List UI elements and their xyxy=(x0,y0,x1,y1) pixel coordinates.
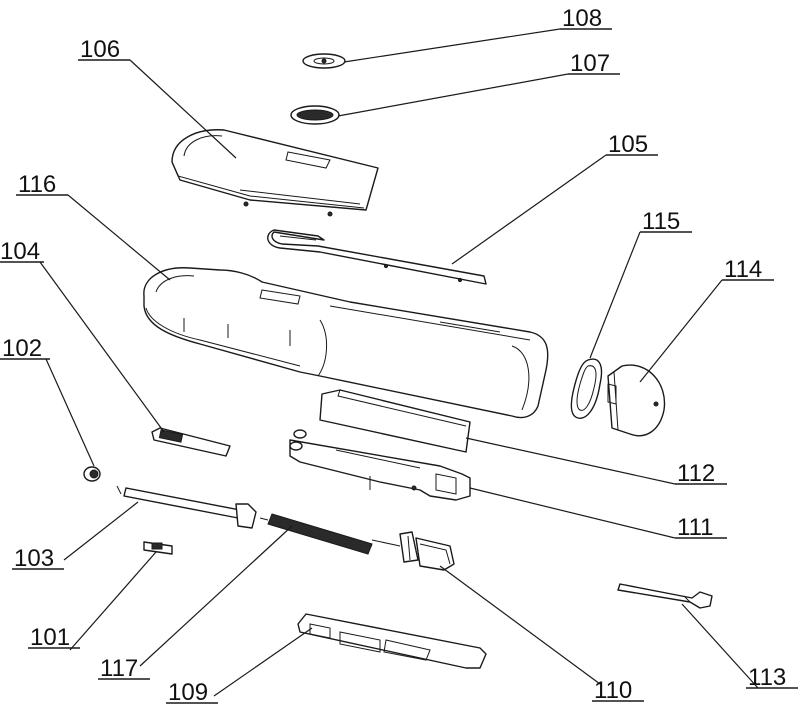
leader-103 xyxy=(64,502,138,560)
leader-107 xyxy=(338,74,568,116)
part-102-plug xyxy=(84,467,100,481)
callout-112: 112 xyxy=(677,460,715,487)
part-101-connector xyxy=(144,542,172,554)
part-117-spring xyxy=(260,514,372,554)
callout-107: 107 xyxy=(570,50,610,77)
callout-113: 113 xyxy=(748,664,786,691)
part-106-upper-cover xyxy=(172,130,378,216)
callout-117: 117 xyxy=(100,655,138,682)
callout-109: 109 xyxy=(168,679,208,706)
leader-111 xyxy=(470,488,675,538)
callout-114: 114 xyxy=(724,256,762,283)
callout-115: 115 xyxy=(642,208,680,235)
leader-108 xyxy=(344,29,560,62)
callout-104: 104 xyxy=(0,238,40,265)
part-105-slider-bar xyxy=(268,230,486,284)
callout-106: 106 xyxy=(80,36,120,63)
callout-102: 102 xyxy=(2,335,42,362)
part-103-shaft xyxy=(117,486,256,528)
leader-113 xyxy=(682,604,758,688)
callout-108: 108 xyxy=(562,5,602,32)
callout-105: 105 xyxy=(608,131,648,158)
callout-111: 111 xyxy=(677,514,713,541)
part-107-ribbed-pad xyxy=(291,106,339,124)
part-114-end-cap xyxy=(608,365,665,436)
part-108-button-cap xyxy=(303,54,345,68)
part-113-lever xyxy=(618,584,712,608)
leader-105 xyxy=(452,155,606,264)
leader-115 xyxy=(590,232,640,358)
callout-110: 110 xyxy=(594,677,632,704)
callout-116: 116 xyxy=(18,171,56,198)
leader-109 xyxy=(214,628,312,696)
part-115-seal-ring xyxy=(571,359,601,418)
leader-101 xyxy=(70,552,156,650)
leader-102 xyxy=(46,359,94,466)
leader-112 xyxy=(466,438,675,484)
part-109-base-plate xyxy=(298,614,486,668)
leader-114 xyxy=(640,280,722,382)
callout-101: 101 xyxy=(30,624,70,651)
part-110-motor xyxy=(372,532,454,570)
leader-116 xyxy=(68,195,170,280)
callout-103: 103 xyxy=(14,545,54,572)
